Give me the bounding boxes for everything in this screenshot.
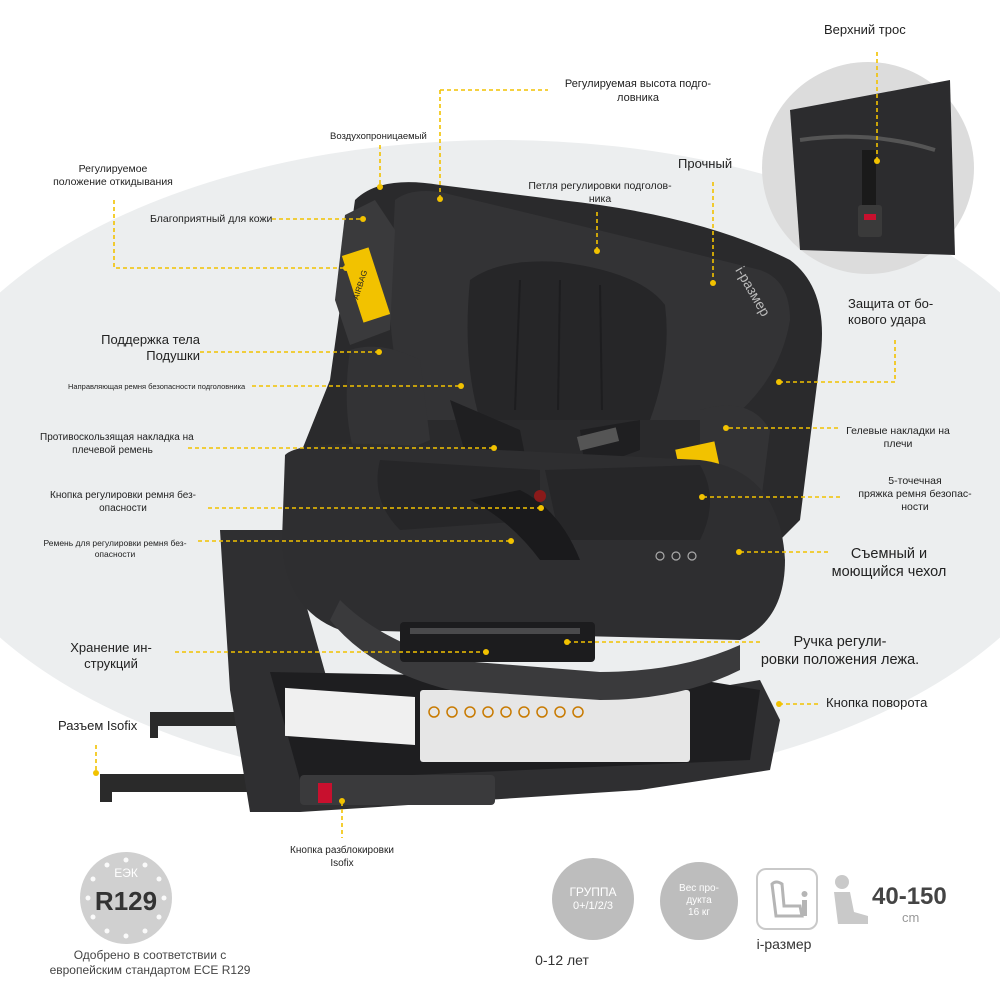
label-breathable: Воздухопроницаемый	[330, 131, 427, 142]
label-side-impact: Защита от бо-кового удара	[848, 296, 934, 328]
age-range: 0-12 лет	[535, 952, 589, 968]
r129-cert-badge: ЕЭК R129	[80, 852, 172, 944]
label-recline-handle: Ручка регули-ровки положения лежа.	[760, 634, 920, 669]
label-belt-guide: Направляющая ремня безопасности подголов…	[68, 382, 246, 391]
height-unit: cm	[902, 910, 920, 925]
child-height-icon	[834, 875, 868, 924]
group-badge: ГРУППА 0+/1/2/3	[552, 858, 634, 940]
label-headrest-loop: Петля регулировки подголов-ника	[528, 180, 672, 206]
label-top-tether: Верхний трос	[824, 22, 906, 37]
label-isofix-connector: Разъем Isofix	[58, 718, 138, 733]
label-belt-adjust-strap: Ремень для регулировки ремня без-опаснос…	[43, 538, 187, 559]
label-manual-storage: Хранение ин-струкций	[70, 640, 152, 672]
label-headrest-height: Регулируемая высота подго-ловника	[564, 78, 712, 104]
label-skin-friendly: Благоприятный для кожи	[150, 213, 273, 225]
height-range: 40-150	[872, 883, 947, 910]
isize-label: i-размер	[756, 936, 812, 952]
isofix-arm-upper	[150, 712, 260, 726]
child-seat-icon	[770, 880, 808, 918]
isize-seat-icon	[756, 868, 818, 930]
label-durable: Прочный	[678, 156, 733, 171]
weight-badge: Вес про- дукта 16 кг	[660, 862, 738, 940]
label-rotate-button: Кнопка поворота	[826, 695, 928, 710]
cert-top-text: ЕЭК	[114, 866, 138, 880]
eu-stars-icon	[85, 857, 167, 939]
cert-code: R129	[94, 886, 158, 916]
label-belt-adjust-button: Кнопка регулировки ремня без-опасности	[50, 490, 196, 514]
